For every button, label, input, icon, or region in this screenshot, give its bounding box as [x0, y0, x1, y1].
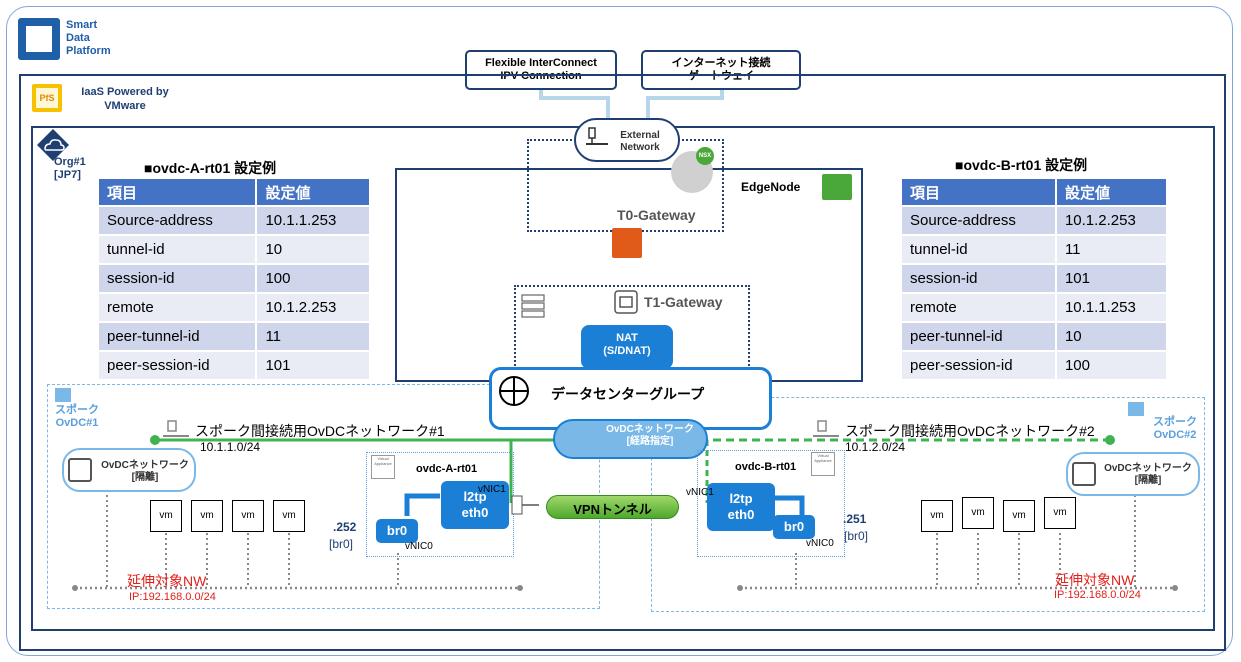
firewall-icon [612, 228, 642, 258]
isolated-network-2-label: OvDCネットワーク [隔離] [1104, 463, 1192, 486]
ovdc-routed-network-label: OvDCネットワーク [経路指定] [606, 424, 694, 447]
org-label: Org#1 [JP7] [54, 156, 86, 181]
nsx-badge: NSX [696, 147, 714, 165]
spoke1-ext-label: 延伸対象NW [127, 573, 207, 589]
network-icon [813, 420, 839, 437]
cloud-icon [37, 129, 69, 161]
router-a-vnic1: vNIC1 [478, 484, 506, 495]
t1-gateway-label: T1-Gateway [644, 294, 723, 310]
network-icon [163, 420, 189, 437]
sdp-logo [18, 18, 60, 60]
vm-box: vm [1003, 500, 1035, 532]
spoke1-subnet: 10.1.1.0/24 [200, 440, 261, 454]
router-a-vnic0: vNIC0 [405, 541, 433, 552]
isolated-network-1 [62, 448, 196, 492]
spoke2-label: スポーク OvDC#2 [1153, 416, 1197, 441]
spoke2-subnet: 10.1.2.0/24 [845, 440, 906, 454]
nsx-edge-icon [822, 174, 852, 200]
router-b-br0: br0 [773, 515, 815, 539]
sdp-brand-text: Smart Data Platform [66, 19, 111, 57]
vm-box: vm [191, 500, 223, 532]
vm-box: vm [232, 500, 264, 532]
t0-gateway-label: T0-Gateway [617, 207, 696, 223]
router-a-ip: .252 [333, 520, 357, 534]
ovdc-routed-network [553, 419, 708, 459]
vm-box: vm [273, 500, 305, 532]
datacenter-group-label: データセンターグループ [551, 386, 705, 402]
spoke1-network-title: スポーク間接続用OvDCネットワーク#1 [195, 423, 445, 439]
spoke1-label: スポーク OvDC#1 [55, 404, 99, 429]
table-a-title: ■ovdc-A-rt01 設定例 [144, 160, 277, 176]
spoke2-icon [1128, 402, 1144, 416]
internet-gateway-box: インターネット接続 ゲートウェイ [641, 50, 801, 90]
router-b-frame [697, 450, 845, 557]
router-a-l2tp: l2tp eth0 [441, 481, 509, 529]
spoke1-icon [55, 388, 71, 402]
arrow-icon [774, 495, 805, 518]
server-rack-icon [521, 294, 545, 318]
vm-box: vm [921, 500, 953, 532]
pfs-logo: PfS [32, 84, 62, 112]
arrow-icon [404, 493, 440, 516]
network-switch-icon [586, 127, 608, 145]
table-header: 設定値 [1056, 179, 1166, 205]
isolated-network-1-label: OvDCネットワーク [隔離] [101, 460, 189, 483]
spoke2-network-title: スポーク間接続用OvDCネットワーク#2 [845, 423, 1095, 439]
external-network-label: External Network [620, 130, 660, 153]
virtual-appliance-icon: Virtual Appliance [371, 455, 395, 479]
router-b-ip: .251 [843, 512, 867, 526]
vm-box: vm [150, 500, 182, 532]
nat-box: NAT (S/DNAT) [581, 325, 673, 369]
vpn-tunnel [546, 495, 679, 519]
isolated-network-2 [1066, 452, 1200, 496]
network-icon [68, 458, 92, 482]
spoke2-ext-ip: IP:192.168.0.0/24 [1054, 589, 1141, 601]
router-b-ip-if: [br0] [844, 529, 869, 543]
outer-frame [6, 6, 1233, 656]
table-header: 設定値 [257, 179, 369, 205]
iaas-frame [19, 74, 1226, 651]
network-icon [1072, 462, 1096, 486]
virtual-appliance-icon: Virtual Appliance [811, 452, 835, 476]
router-a-br0: br0 [376, 519, 418, 543]
port-icon [511, 495, 539, 515]
fic-box: Flexible InterConnect IPV Connection [465, 50, 617, 90]
router-a-ip-if: [br0] [329, 537, 354, 551]
router-b-vnic0: vNIC0 [806, 538, 834, 549]
table-header: 項目 [902, 179, 1055, 205]
vm-box: vm [1044, 497, 1076, 529]
table-b-title: ■ovdc-B-rt01 設定例 [955, 157, 1088, 173]
edgenode-label: EdgeNode [741, 180, 801, 194]
table-header: 項目 [99, 179, 256, 205]
router-b-name: ovdc-B-rt01 [735, 461, 797, 473]
vm-box: vm [962, 497, 994, 529]
spoke1-ext-ip: IP:192.168.0.0/24 [129, 591, 216, 603]
router-b-l2tp: l2tp eth0 [707, 483, 775, 531]
ethernet-port-icon [614, 290, 638, 314]
crosshair-icon [499, 376, 529, 406]
iaas-label: IaaS Powered by VMware [81, 86, 169, 112]
router-b-vnic1: vNIC1 [686, 487, 714, 498]
router-a-name: ovdc-A-rt01 [416, 463, 478, 475]
spoke2-ext-label: 延伸対象NW [1055, 572, 1135, 588]
vpn-tunnel-label: VPNトンネル [573, 502, 652, 517]
